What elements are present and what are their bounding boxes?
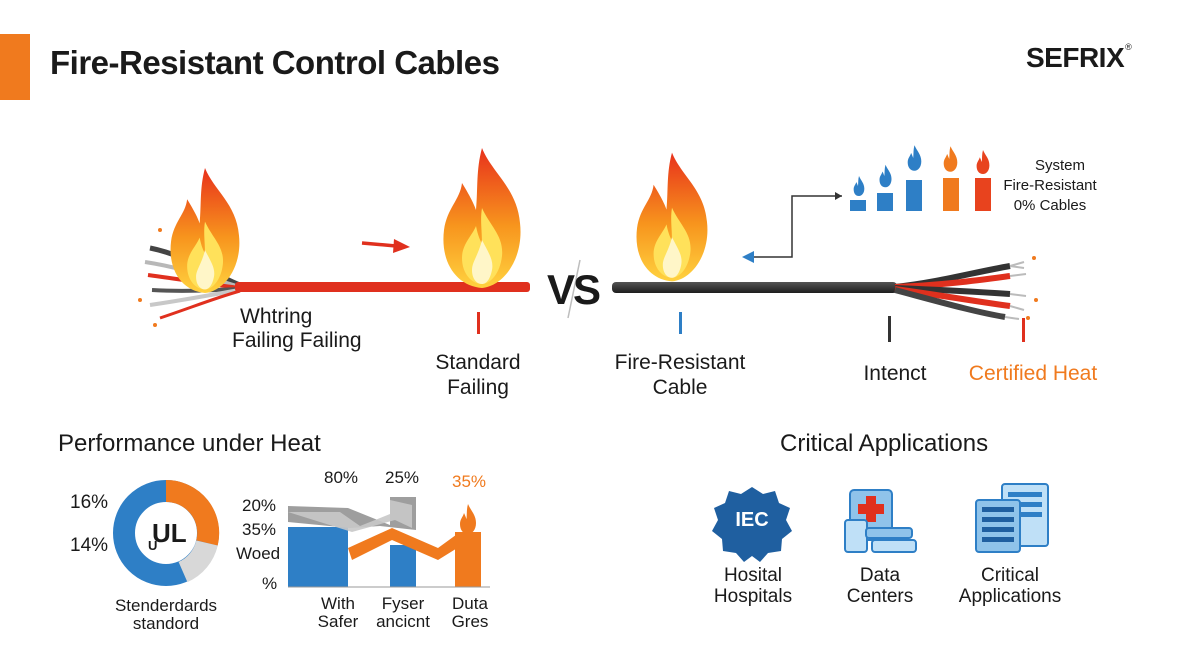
performance-bars	[288, 497, 490, 588]
mini-chart-legend-1: System	[1034, 157, 1085, 174]
bar-top-label-3: 35%	[452, 472, 487, 491]
brand-name: SEFRIX	[1026, 42, 1125, 73]
standard-cable	[235, 282, 530, 292]
ul-donut-chart	[113, 479, 220, 586]
donut-center-small: U	[148, 538, 158, 553]
app-item-1-label-2: Hospitals	[713, 586, 793, 607]
bar-x-label-1a: With	[321, 594, 355, 613]
fire-resistant-flame	[636, 152, 708, 282]
red-arrow	[361, 239, 410, 253]
vs-slash	[567, 259, 581, 319]
bar-top-label-1: 80%	[324, 468, 359, 487]
standard-pointer	[477, 312, 480, 334]
donut-center-label: UL	[152, 518, 187, 548]
applications-heading: Critical Applications	[780, 430, 989, 457]
standard-label-1: Standard	[435, 351, 521, 374]
performance-heading: Performance under Heat	[58, 430, 321, 457]
bar-y-label-4: %	[262, 574, 278, 593]
iec-badge-text: IEC	[735, 509, 769, 531]
bar-y-label-3: Woed	[236, 544, 281, 563]
certified-heat-label: Certified Heat	[968, 362, 1098, 385]
bar-x-label-2a: Fyser	[381, 594, 425, 613]
app-item-2-label-1: Data	[859, 565, 901, 586]
left-cable-label-1: Whtring	[240, 305, 313, 328]
fire-resistant-label-1: Fire-Resistant	[614, 351, 746, 374]
bar-y-label-2: 35%	[242, 520, 277, 539]
donut-pct-top: 16%	[70, 492, 109, 513]
mini-flame-chart	[850, 145, 991, 211]
app-item-2-label-2: Centers	[846, 586, 914, 607]
bar-x-label-2b: ancicnt	[376, 612, 430, 631]
hospital-icon	[844, 489, 917, 553]
donut-pct-bottom: 14%	[70, 535, 109, 556]
intact-label: Intenct	[863, 362, 927, 385]
bar-x-label-3a: Duta	[452, 594, 488, 613]
mini-chart-legend-2: Fire-Resistant	[1003, 177, 1097, 194]
app-item-1-label-1: Hosital	[723, 565, 783, 586]
app-item-3-label-1: Critical	[980, 565, 1040, 586]
bar-y-label-1: 20%	[242, 496, 277, 515]
iec-badge-icon	[712, 487, 792, 562]
brand-logo: SEFRIX®	[1026, 42, 1132, 74]
vs-label: VS	[547, 266, 601, 313]
mini-chart-legend-3: 0% Cables	[1013, 197, 1087, 214]
fire-resistant-label-2: Cable	[652, 376, 708, 399]
accent-bar	[0, 34, 30, 100]
bar-top-label-2: 25%	[385, 468, 420, 487]
page-title: Fire-Resistant Control Cables	[50, 44, 500, 81]
left-flame	[170, 168, 240, 293]
standard-label-2: Failing	[447, 376, 509, 399]
intact-wire-fan	[894, 256, 1038, 320]
left-cable-label-2: Failing Failing	[232, 329, 362, 352]
intact-pointer	[888, 316, 891, 342]
connector-arrow	[742, 192, 842, 263]
donut-caption-2: standord	[132, 614, 200, 633]
standard-cable-flame	[443, 148, 521, 288]
app-item-3-label-2: Applications	[958, 586, 1062, 607]
registered-mark: ®	[1125, 42, 1132, 52]
donut-caption-1: Stenderdards	[114, 596, 218, 615]
bar-x-label-3b: Gres	[451, 612, 489, 631]
server-rack-icon	[975, 483, 1049, 553]
certified-pointer	[1022, 318, 1025, 342]
bar-x-label-1b: Safer	[317, 612, 359, 631]
fire-resistant-pointer	[679, 312, 682, 334]
fire-resistant-cable	[612, 282, 897, 293]
